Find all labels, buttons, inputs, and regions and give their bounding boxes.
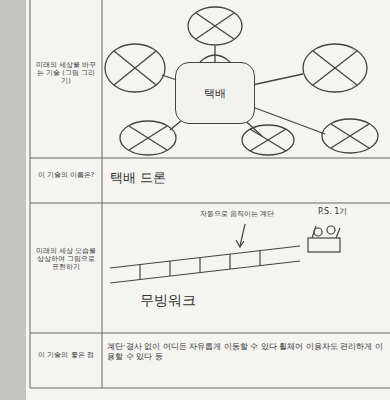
note: P.S. 1기 <box>318 207 386 217</box>
handwritten-answer: 계단·경사 없이 어디든 자유롭게 이동할 수 있다 휠체어 이용자도 편리하게… <box>107 342 385 361</box>
handwritten-answer: 무빙워크 <box>140 292 290 309</box>
table-grid <box>30 0 390 388</box>
row-heading: 이 기술의 좋은 점 <box>33 352 99 360</box>
handwritten-answer: 택배 드론 <box>110 170 310 186</box>
row-heading: 미래의 세상을 바꾸는 기술 (그림 그리기) <box>33 62 99 85</box>
annotation: 자동으로 움직이는 계단 <box>200 210 290 218</box>
drone-body: 택배 <box>175 62 255 124</box>
row-heading: 미래의 세상 모습을 상상하여 그림으로 표현하기 <box>33 248 99 271</box>
drone-sketch <box>105 7 378 155</box>
moving-walk-sketch <box>110 224 340 283</box>
photo-edge <box>0 0 26 400</box>
paper <box>26 0 390 400</box>
row-heading: 이 기술의 이름은? <box>33 172 99 180</box>
node-text: 택배 <box>204 86 226 101</box>
